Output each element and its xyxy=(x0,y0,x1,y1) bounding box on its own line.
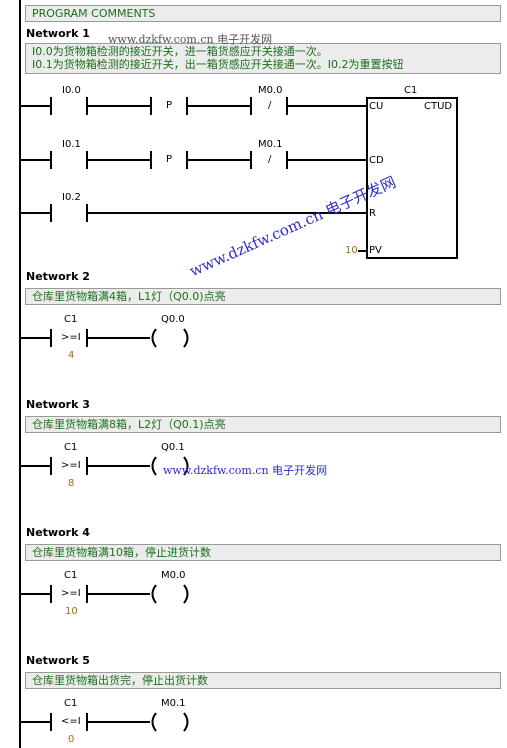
contact-p1-symbol[interactable]: P xyxy=(166,100,173,111)
network-1-row-2-wiring xyxy=(20,151,366,169)
counter-pv-pin: PV xyxy=(369,245,382,256)
network-4-compare-value[interactable]: 10 xyxy=(65,606,78,617)
network-5-comment[interactable]: 仓库里货物箱出货完，停止出货计数 xyxy=(25,672,501,689)
network-1-row-1-wiring xyxy=(20,97,366,115)
network-5-title: Network 5 xyxy=(26,654,90,667)
network-4-compare-op: >=I xyxy=(61,588,81,599)
network-2-compare-op: >=I xyxy=(61,332,81,343)
contact-m00-not-symbol: / xyxy=(268,100,272,111)
network-3-comment[interactable]: 仓库里货物箱满8箱，L2灯（Q0.1)点亮 xyxy=(25,416,501,433)
network-1-title: Network 1 xyxy=(26,27,90,40)
watermark-top: www.dzkfw.com.cn 电子开发网 xyxy=(108,33,273,46)
network-4-coil-label[interactable]: M0.0 xyxy=(161,570,186,581)
network-5-contact-label[interactable]: C1 xyxy=(64,698,78,709)
contact-m01-label[interactable]: M0.1 xyxy=(258,139,283,150)
network-5-coil-label[interactable]: M0.1 xyxy=(161,698,186,709)
network-3-coil-label[interactable]: Q0.1 xyxy=(161,442,185,453)
network-5-comment-text: 仓库里货物箱出货完，停止出货计数 xyxy=(32,674,208,687)
counter-r-pin: R xyxy=(369,208,376,219)
network-3-comment-text: 仓库里货物箱满8箱，L2灯（Q0.1)点亮 xyxy=(32,418,226,431)
network-5-compare-op: <=I xyxy=(61,716,81,727)
program-comments-box[interactable]: PROGRAM COMMENTS xyxy=(25,5,501,22)
network-3-contact-label[interactable]: C1 xyxy=(64,442,78,453)
left-power-rail xyxy=(19,0,21,748)
network-2-coil-label[interactable]: Q0.0 xyxy=(161,314,185,325)
contact-p2-symbol[interactable]: P xyxy=(166,154,173,165)
program-comments-title: PROGRAM COMMENTS xyxy=(32,7,156,20)
network-3-wiring xyxy=(20,456,189,476)
network-3-compare-op: >=I xyxy=(61,460,81,471)
network-3-title: Network 3 xyxy=(26,398,90,411)
network-4-comment[interactable]: 仓库里货物箱满10箱，停止进货计数 xyxy=(25,544,501,561)
contact-m01-not-symbol: / xyxy=(268,154,272,165)
network-5-wiring xyxy=(20,712,189,732)
counter-name[interactable]: C1 xyxy=(404,85,418,96)
network-2-contact-label[interactable]: C1 xyxy=(64,314,78,325)
contact-m00-label[interactable]: M0.0 xyxy=(258,85,283,96)
counter-cd-pin: CD xyxy=(369,155,384,166)
network-2-wiring xyxy=(20,328,189,348)
contact-i02-label[interactable]: I0.2 xyxy=(62,192,81,203)
network-2-comment[interactable]: 仓库里货物箱满4箱，L1灯（Q0.0)点亮 xyxy=(25,288,501,305)
contact-i01-label[interactable]: I0.1 xyxy=(62,139,81,150)
network-4-contact-label[interactable]: C1 xyxy=(64,570,78,581)
counter-pv-value[interactable]: 10 xyxy=(345,245,358,256)
network-5-compare-value[interactable]: 0 xyxy=(68,734,75,745)
network-4-title: Network 4 xyxy=(26,526,90,539)
network-4-comment-text: 仓库里货物箱满10箱，停止进货计数 xyxy=(32,546,211,559)
network-1-comment-line-2: I0.1为货物箱检测的接近开关，出一箱货感应开关接通一次。I0.2为重置按钮 xyxy=(32,58,404,71)
counter-cu-pin: CU xyxy=(369,101,384,112)
network-2-comment-text: 仓库里货物箱满4箱，L1灯（Q0.0)点亮 xyxy=(32,290,226,303)
network-2-title: Network 2 xyxy=(26,270,90,283)
counter-box-outline xyxy=(366,97,458,259)
network-3-compare-value[interactable]: 8 xyxy=(68,478,75,489)
counter-type: CTUD xyxy=(424,101,453,112)
network-1-comment[interactable]: I0.0为货物箱检测的接近开关，进一箱货感应开关接通一次。 I0.1为货物箱检测… xyxy=(25,43,501,74)
watermark-middle: www.dzkfw.com.cn 电子开发网 xyxy=(163,464,328,477)
network-1-comment-line-1: I0.0为货物箱检测的接近开关，进一箱货感应开关接通一次。 xyxy=(32,45,328,58)
network-1-row-3-wiring xyxy=(20,204,366,222)
network-4-wiring xyxy=(20,584,189,604)
contact-i00-label[interactable]: I0.0 xyxy=(62,85,81,96)
network-2-compare-value[interactable]: 4 xyxy=(68,350,75,361)
